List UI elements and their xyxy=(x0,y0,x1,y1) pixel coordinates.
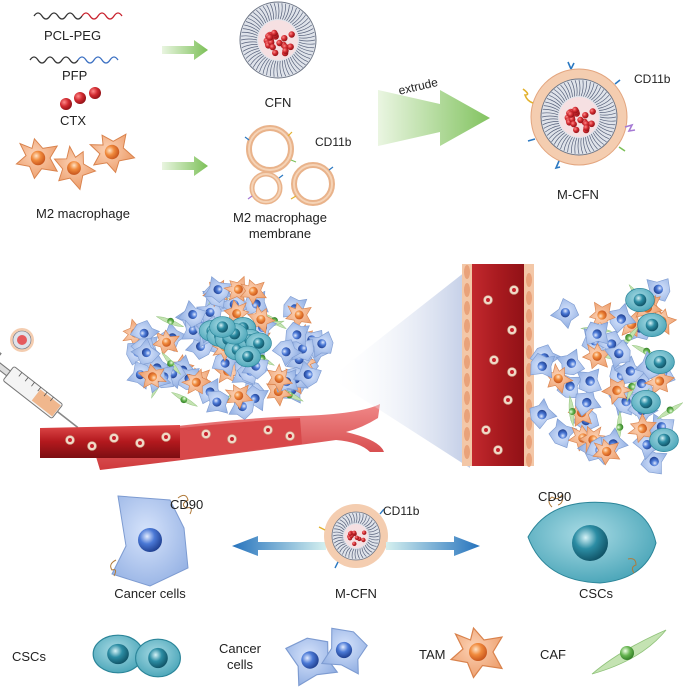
m2-macrophage-cells xyxy=(15,126,138,196)
label-pcl-peg: PCL-PEG xyxy=(44,28,102,43)
label-ctx: CTX xyxy=(60,113,86,128)
legend-caf-icon xyxy=(591,629,667,675)
legend-label-caf: CAF xyxy=(540,647,566,662)
label-cd90-left: CD90 xyxy=(170,497,204,512)
ctx-molecules xyxy=(60,87,101,110)
label-membrane-line2: membrane xyxy=(248,226,312,241)
tumor-mass xyxy=(119,272,336,423)
cfn-nanoparticle xyxy=(239,1,317,79)
legend-label-tam: TAM xyxy=(419,647,446,662)
label-m-cfn-center: M-CFN xyxy=(335,586,377,601)
pcl-peg-molecule xyxy=(33,12,123,20)
label-pfp: PFP xyxy=(62,68,88,83)
zoom-beam xyxy=(330,268,470,468)
arrow-to-membrane xyxy=(162,156,208,176)
label-cd11b-center: CD11b xyxy=(383,504,420,518)
syringe xyxy=(0,350,79,429)
arrow-to-cscs xyxy=(386,536,480,556)
label-m2-macrophage: M2 macrophage xyxy=(36,206,130,221)
extrude-arrow xyxy=(378,90,490,146)
label-cd11b-mcfn: CD11b xyxy=(634,72,671,86)
label-cancer-cells: Cancer cells xyxy=(114,586,186,601)
cancer-cell-large xyxy=(110,494,192,587)
label-m-cfn: M-CFN xyxy=(557,187,599,202)
legend-cscs-icon xyxy=(92,634,182,678)
zoomed-tissue xyxy=(525,277,684,477)
legend-label-cancer-1: Cancer xyxy=(219,641,261,656)
m-cfn-nanoparticle xyxy=(522,61,636,170)
membrane-vesicles xyxy=(244,125,335,206)
legend-label-cancer-2: cells xyxy=(226,657,254,672)
label-cd11b-membrane: CD11b xyxy=(315,135,352,149)
label-cscs: CSCs xyxy=(579,586,613,601)
arrow-to-cfn xyxy=(162,40,208,60)
blood-vessel xyxy=(40,404,384,470)
legend-tam-icon xyxy=(450,627,503,679)
csc-large xyxy=(527,493,657,584)
legend-label-cscs: CSCs xyxy=(12,649,46,664)
syringe-m-cfn xyxy=(10,328,34,352)
legend-cancer-icon xyxy=(284,623,372,687)
pfp-molecule xyxy=(29,56,119,64)
zoomed-vessel xyxy=(462,264,534,467)
label-cd90-right: CD90 xyxy=(538,489,572,504)
label-membrane-line1: M2 macrophage xyxy=(233,210,327,225)
arrow-to-cancer-cells xyxy=(232,536,326,556)
m-cfn-center xyxy=(318,504,393,569)
label-cfn: CFN xyxy=(264,95,292,110)
